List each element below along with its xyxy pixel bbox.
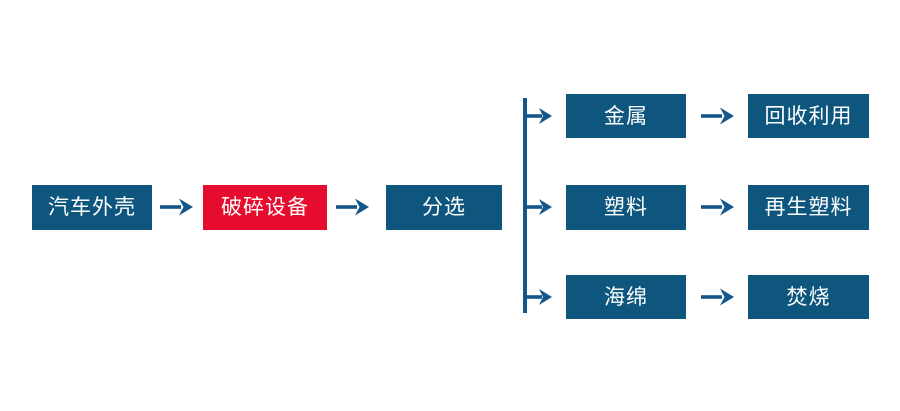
node-car-shell: 汽车外壳 xyxy=(32,185,152,230)
arrow-right-icon xyxy=(526,199,552,215)
arrow-right-icon xyxy=(526,108,552,124)
arrow-right-icon xyxy=(701,288,734,306)
arrow-right-icon xyxy=(701,198,734,216)
arrow-right-icon xyxy=(336,198,369,216)
arrow-right-icon xyxy=(701,107,734,125)
branch-connector-line xyxy=(523,98,527,313)
node-incineration: 焚烧 xyxy=(748,275,869,319)
node-sponge: 海绵 xyxy=(566,275,686,319)
node-recycle-use: 回收利用 xyxy=(748,94,869,138)
node-sorting: 分选 xyxy=(386,185,502,230)
node-metal: 金属 xyxy=(566,94,686,138)
arrow-right-icon xyxy=(160,198,193,216)
node-plastic: 塑料 xyxy=(566,185,686,230)
arrow-right-icon xyxy=(526,289,552,305)
node-crusher: 破碎设备 xyxy=(203,185,327,230)
node-recycled-plastic: 再生塑料 xyxy=(748,185,869,230)
